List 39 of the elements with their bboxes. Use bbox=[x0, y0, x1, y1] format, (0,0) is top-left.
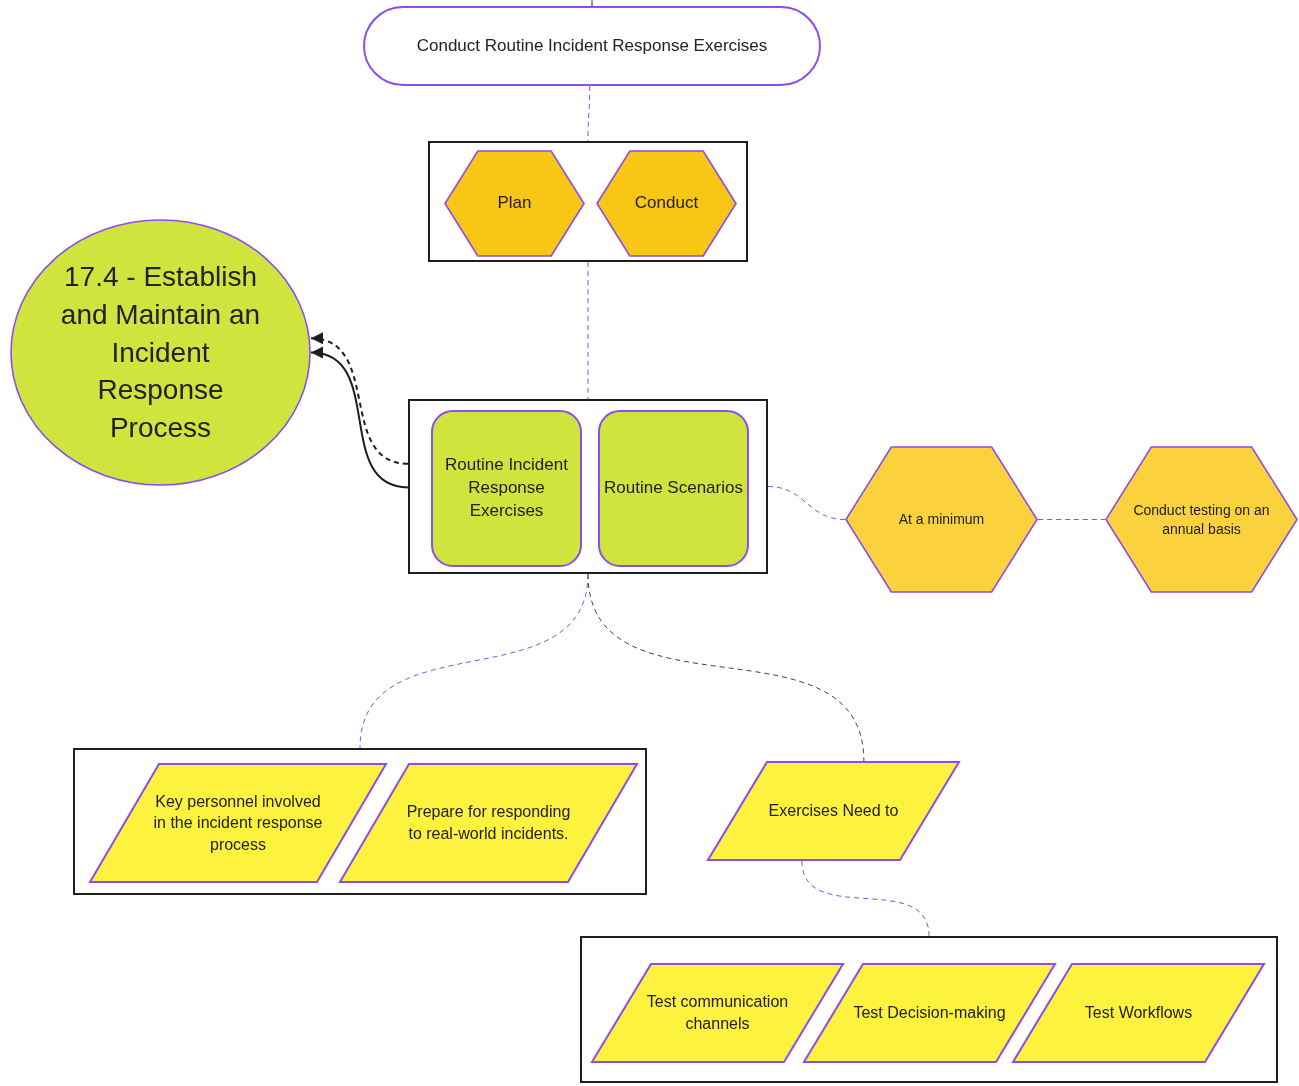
parallelogram-node bbox=[1012, 963, 1265, 1063]
node-label: Plan bbox=[497, 192, 532, 215]
hexagon-node bbox=[596, 150, 737, 257]
ellipse-node bbox=[10, 219, 311, 486]
node-label: Routine Scenarios bbox=[604, 477, 743, 500]
node-label: Test Workflows bbox=[1084, 1003, 1193, 1024]
arrow bbox=[310, 348, 409, 489]
node-label: 17.4 - Establish and Maintain an Incident Response Process bbox=[59, 260, 262, 446]
connector-line bbox=[801, 860, 930, 937]
arrow bbox=[310, 334, 409, 465]
node-label: Prepare for responding to real-world incidents. bbox=[405, 802, 572, 844]
hexagon-node bbox=[444, 150, 585, 257]
node-label: Routine Incident Response Exercises bbox=[444, 454, 569, 522]
connector-line bbox=[1037, 519, 1106, 520]
parallelogram-node bbox=[591, 963, 844, 1063]
node-label: Conduct Routine Incident Response Exercises bbox=[416, 34, 768, 57]
node-label: Exercises Need to bbox=[768, 801, 899, 822]
parallelogram-node bbox=[803, 963, 1056, 1063]
node-label: Test communication channels bbox=[645, 992, 790, 1034]
node-label: Conduct testing on an annual basis bbox=[1132, 500, 1271, 539]
group-frame bbox=[580, 936, 1278, 1083]
node-label: Key personnel involved in the incident response process bbox=[152, 791, 324, 855]
connector-line bbox=[587, 85, 591, 142]
node-label: Test Decision-making bbox=[853, 1003, 1006, 1024]
node-label: Conduct bbox=[634, 192, 699, 215]
group-frame bbox=[428, 141, 748, 262]
rounded-node bbox=[431, 410, 582, 567]
parallelogram-node bbox=[707, 761, 960, 861]
group-frame bbox=[408, 399, 768, 574]
parallelogram-node bbox=[339, 763, 638, 883]
connector-line bbox=[587, 261, 589, 400]
group-frame bbox=[73, 748, 647, 895]
parallelogram-node bbox=[89, 763, 387, 883]
node-label: At a minimum bbox=[898, 510, 985, 529]
hexagon-node bbox=[1105, 446, 1298, 593]
rounded-node bbox=[598, 410, 749, 567]
hexagon-node bbox=[845, 446, 1038, 593]
connector-line bbox=[587, 573, 865, 762]
connector-line bbox=[767, 486, 846, 520]
